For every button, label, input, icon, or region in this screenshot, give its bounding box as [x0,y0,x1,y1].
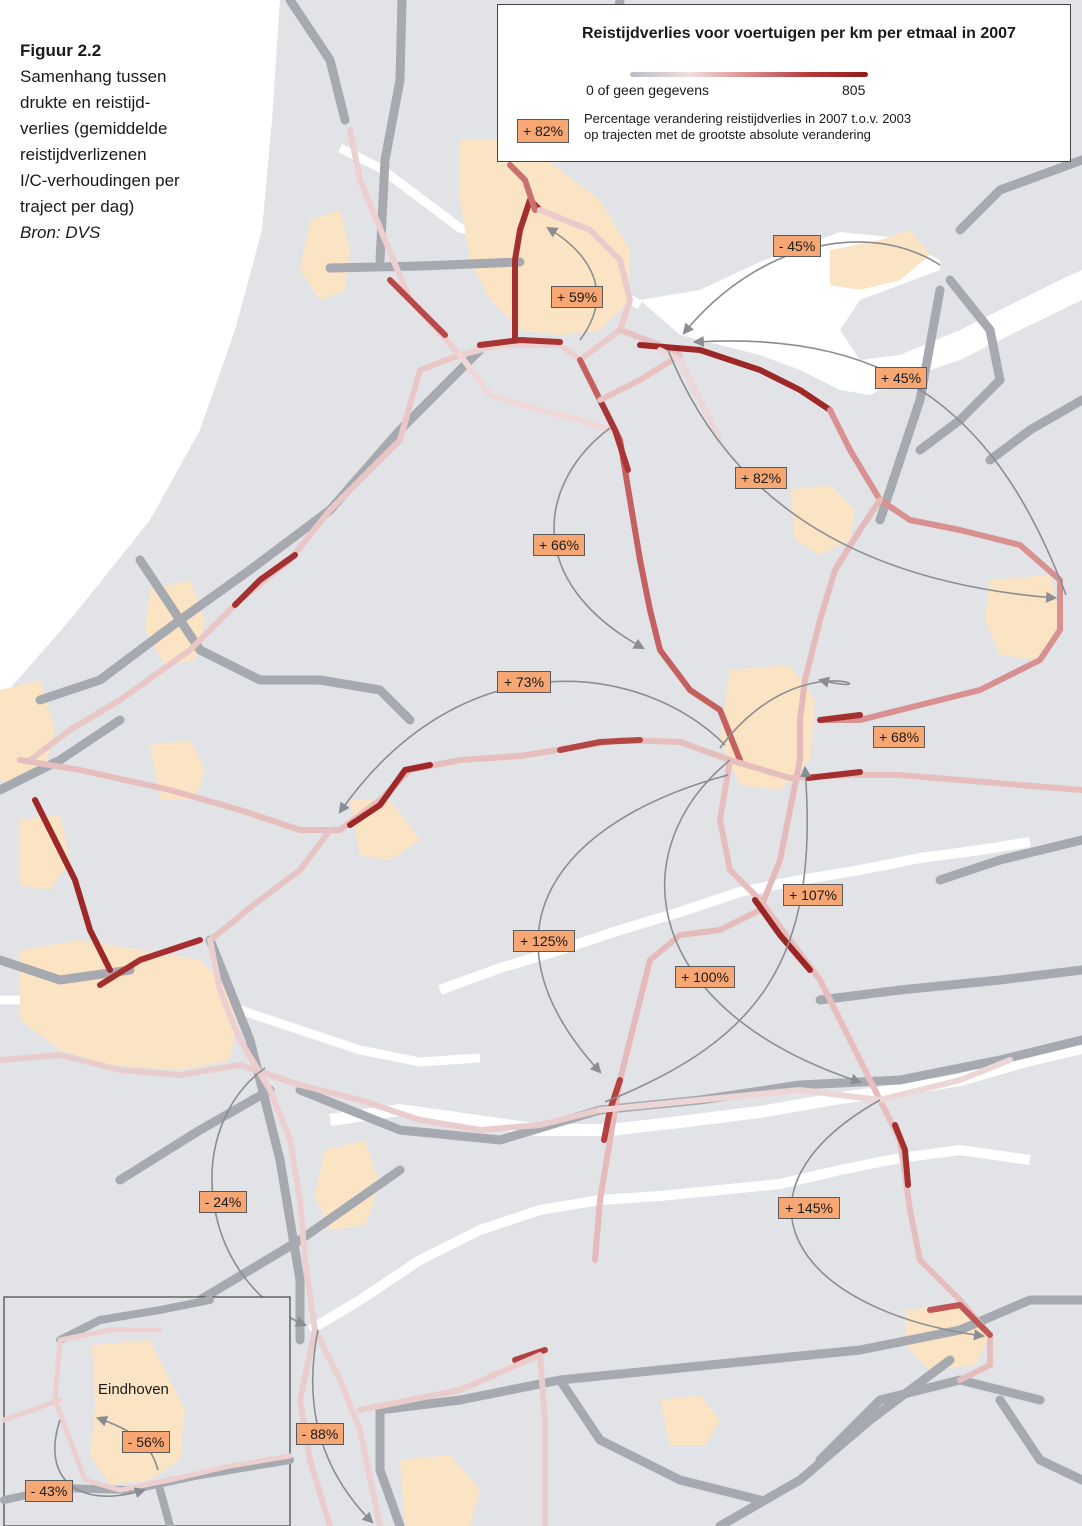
urban-zoetermeer [150,740,205,800]
legend-sample-label: + 82% [517,119,569,143]
change-label-107: + 107% [783,884,843,906]
urban-denhaag [0,680,55,785]
change-label-45-negative: - 45% [773,235,821,257]
caption-line-3: verlies (gemiddelde [20,119,168,138]
caption-line-5: I/C-verhoudingen per [20,171,180,190]
travel-time-loss-roads [0,127,1082,1526]
change-label-100: + 100% [675,966,735,988]
legend-description-line-1: Percentage verandering reistijdverlies i… [584,111,912,126]
caption-line-2: drukte en reistijd- [20,93,151,112]
change-label-73: + 73% [497,671,551,693]
legend-title: Reistijdverlies voor voertuigen per km p… [582,25,1016,42]
change-label-145: + 145% [778,1197,840,1219]
legend-description-line-2: op trajecten met de grootste absolute ve… [584,127,871,142]
urban-haarlem [300,210,350,300]
arrow-82 [667,349,1058,603]
change-label-59: + 59% [551,286,603,308]
change-label-82: + 82% [735,467,787,489]
caption-line-1: Samenhang tussen [20,67,167,86]
arrow-59 [546,226,598,341]
urban-rotterdam [20,940,240,1070]
urban-utrecht [720,665,815,790]
urban-almere [830,230,930,290]
arrow-145 [790,1099,986,1341]
inset-city-label: Eindhoven [98,1381,169,1398]
legend: Reistijdverlies voor voertuigen per km p… [497,4,1071,162]
caption-source: Bron: DVS [20,223,101,242]
legend-min-label: 0 of geen gegevens [586,82,709,98]
legend-description: Percentage verandering reistijdverlies i… [584,111,911,143]
arrow-125 [537,774,729,1074]
caption-line-4: reistijdverlizenen [20,145,147,164]
legend-gradient [630,72,868,77]
urban-dordrecht [315,1140,380,1230]
legend-max-label: 805 [842,82,866,98]
urban-hilversum [790,485,855,555]
arrow-100 [663,759,863,1085]
urban-nijmegen [905,1305,990,1370]
urban-delft [20,815,70,890]
figure-caption: Figuur 2.2 Samenhang tussen drukte en re… [20,38,220,246]
change-label-43: - 43% [25,1480,73,1502]
change-label-88: - 88% [296,1423,344,1445]
change-label-45-positive: + 45% [875,367,927,389]
arrow-66 [553,427,645,650]
change-label-56: - 56% [122,1431,170,1453]
change-label-24: - 24% [199,1191,247,1213]
urban-denbosch [400,1455,480,1526]
change-label-125: + 125% [513,930,575,952]
arrow-107 [604,765,812,1103]
urban-areas [0,140,1060,1526]
change-label-66: + 66% [533,534,585,556]
arrow-45p [692,335,1067,596]
change-label-68: + 68% [873,726,925,748]
caption-line-6: traject per dag) [20,197,135,216]
urban-tilburg [660,1395,720,1445]
ij-meer [640,232,1082,395]
arrow-68 [719,676,851,749]
change-arrows [211,226,1067,1524]
figure-number: Figuur 2.2 [20,41,102,60]
rivier-lek [438,837,1031,995]
